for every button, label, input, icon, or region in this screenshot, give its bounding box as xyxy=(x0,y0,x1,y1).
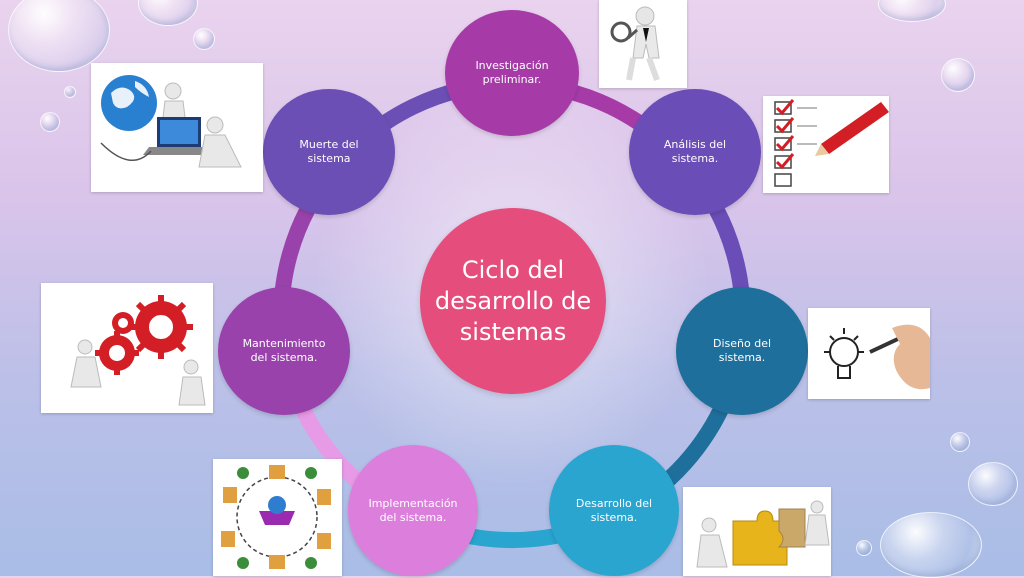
stage-label: Mantenimiento del sistema. xyxy=(242,337,326,364)
stage-node-investigacion[interactable]: Investigación preliminar. xyxy=(445,10,579,136)
water-drop xyxy=(856,540,872,556)
stage-label: Muerte del sistema xyxy=(299,138,359,165)
lightbulb-sketch-illustration xyxy=(808,308,930,399)
water-drop xyxy=(968,462,1018,506)
water-drop xyxy=(950,432,970,452)
stage-node-muerte[interactable]: Muerte del sistema xyxy=(263,89,395,215)
network-people-illustration xyxy=(213,459,342,576)
magnifier-figure-illustration xyxy=(599,0,687,88)
stage-label: Diseño del sistema. xyxy=(712,337,772,364)
stage-node-desarrollo[interactable]: Desarrollo del sistema. xyxy=(549,445,679,576)
stage-label: Implementación del sistema. xyxy=(368,496,458,524)
stage-label: Desarrollo del sistema. xyxy=(575,496,653,524)
center-label: Ciclo del desarrollo de sistemas xyxy=(434,255,592,346)
puzzle-illustration xyxy=(683,487,831,576)
center-title: Ciclo del desarrollo de sistemas xyxy=(420,208,606,394)
water-drop xyxy=(8,0,110,72)
checklist-illustration xyxy=(763,96,889,193)
stage-node-analisis[interactable]: Análisis del sistema. xyxy=(629,89,761,215)
globe-network-illustration xyxy=(91,63,263,192)
water-drop xyxy=(941,58,975,92)
stage-node-mantenimiento[interactable]: Mantenimiento del sistema. xyxy=(218,287,350,415)
stage-node-implementacion[interactable]: Implementación del sistema. xyxy=(348,445,478,576)
water-drop xyxy=(64,86,76,98)
gears-illustration xyxy=(41,283,213,413)
stage-node-diseno[interactable]: Diseño del sistema. xyxy=(676,287,808,415)
water-drop xyxy=(40,112,60,132)
water-drop xyxy=(880,512,982,578)
stage-label: Análisis del sistema. xyxy=(663,138,727,165)
water-drop xyxy=(193,28,215,50)
stage-label: Investigación preliminar. xyxy=(475,59,549,86)
